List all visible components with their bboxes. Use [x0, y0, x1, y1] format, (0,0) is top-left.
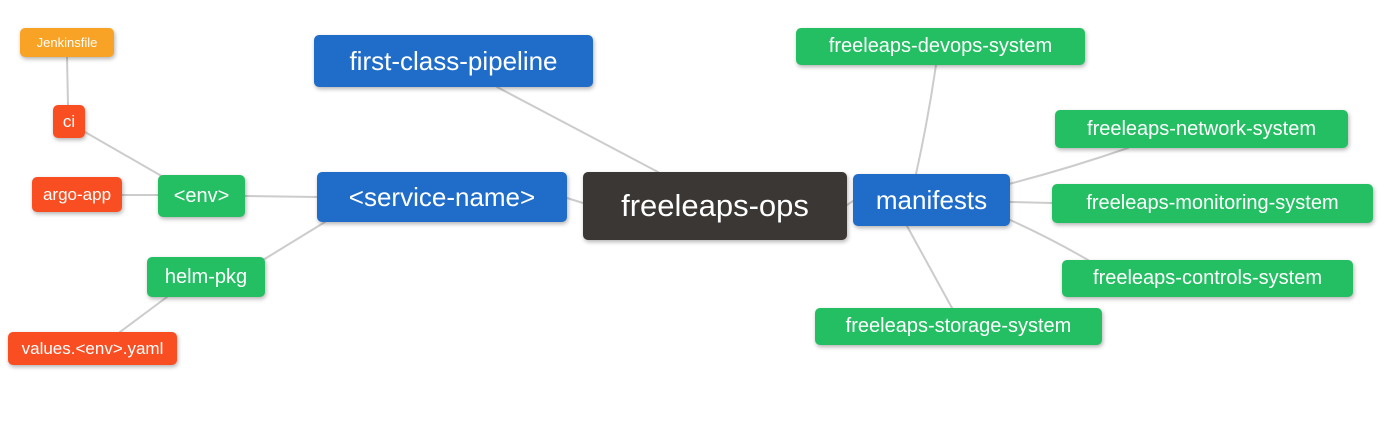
edge-manifests-network [1008, 147, 1129, 185]
node-first-class-pipeline[interactable]: first-class-pipeline [314, 35, 593, 87]
node-freeleaps-network-system[interactable]: freeleaps-network-system [1055, 110, 1348, 148]
edge-service-name-ops [566, 197, 584, 204]
edge-pipeline-ops [496, 86, 659, 173]
node-freeleaps-devops-system[interactable]: freeleaps-devops-system [796, 28, 1085, 65]
edge-helm-pkg-service-name [262, 221, 326, 261]
edge-manifests-monitoring [1009, 201, 1053, 204]
edge-manifests-storage [906, 225, 953, 309]
node-argo-app[interactable]: argo-app [32, 177, 122, 212]
node-env[interactable]: <env> [158, 175, 245, 217]
node-jenkinsfile[interactable]: Jenkinsfile [20, 28, 114, 57]
edge-env-service-name [244, 195, 318, 198]
node-freeleaps-ops[interactable]: freeleaps-ops [583, 172, 847, 240]
node-freeleaps-monitoring-system[interactable]: freeleaps-monitoring-system [1052, 184, 1373, 223]
edge-values-helm-pkg [119, 296, 168, 333]
node-service-name[interactable]: <service-name> [317, 172, 567, 222]
node-manifests[interactable]: manifests [853, 174, 1010, 226]
edge-jenkinsfile-ci [66, 56, 69, 106]
node-values-env-yaml[interactable]: values.<env>.yaml [8, 332, 177, 365]
node-helm-pkg[interactable]: helm-pkg [147, 257, 265, 297]
edge-manifests-devops [915, 64, 937, 175]
edge-ci-env [84, 131, 166, 179]
node-freeleaps-controls-system[interactable]: freeleaps-controls-system [1062, 260, 1353, 297]
edge-manifests-controls [1007, 218, 1089, 261]
node-freeleaps-storage-system[interactable]: freeleaps-storage-system [815, 308, 1102, 345]
edge-ops-manifests [846, 200, 854, 206]
node-ci[interactable]: ci [53, 105, 85, 138]
